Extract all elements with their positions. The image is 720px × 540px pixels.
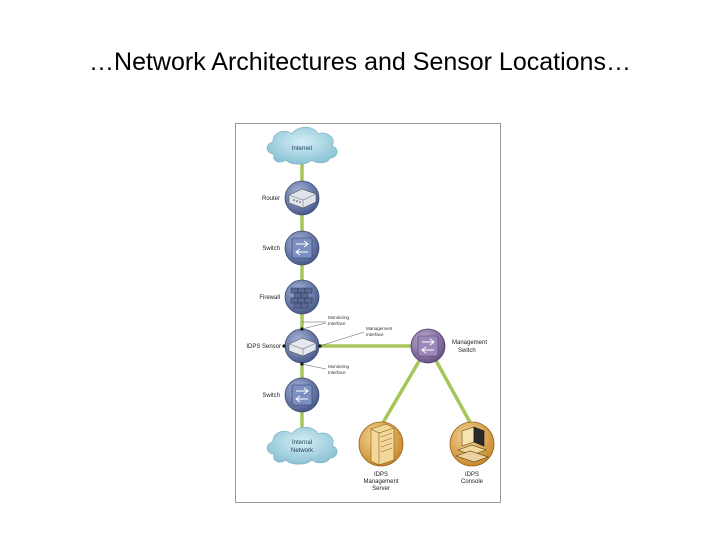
monitoring-interface-top-label: Monitoring Interface	[328, 315, 350, 326]
management-switch-node: Management Switch	[410, 328, 487, 364]
interface-annotations	[300, 321, 365, 370]
idps-sensor-node: IDPS Sensor	[246, 328, 322, 364]
internal-network-label-line1: Internal	[292, 440, 312, 446]
internet-label: Internet	[292, 146, 313, 152]
firewall-label: Firewall	[259, 295, 280, 301]
svg-text:Interface: Interface	[328, 370, 346, 375]
management-interface-label: Management Interface	[366, 326, 393, 337]
monitoring-interface-bottom-label: Monitoring Interface	[328, 364, 350, 375]
internal-network-cloud: Internal Network	[266, 426, 338, 465]
switch-bottom-icon	[291, 384, 313, 406]
svg-text:Interface: Interface	[328, 321, 346, 326]
internet-cloud: Internet	[266, 126, 338, 165]
switch-top-label: Switch	[262, 246, 280, 252]
router-icon	[288, 188, 317, 209]
router-node: Router	[262, 180, 320, 216]
server-icon	[370, 423, 395, 466]
firewall-icon	[290, 287, 313, 309]
idps-console-node: IDPS Console	[449, 421, 495, 485]
svg-text:Monitoring: Monitoring	[328, 315, 350, 320]
idps-management-server-node: IDPS Management Server	[358, 421, 404, 492]
router-label: Router	[262, 196, 280, 202]
management-switch-label-line2: Switch	[458, 348, 476, 354]
switch-top-node: Switch	[262, 230, 320, 266]
diagram-canvas: Internet Router Switch Firewall	[246, 126, 495, 492]
management-switch-icon	[417, 335, 439, 357]
server-label-line3: Server	[372, 486, 390, 492]
firewall-node: Firewall	[259, 279, 320, 315]
network-links	[300, 154, 474, 436]
console-label-line2: Console	[461, 479, 484, 485]
switch-top-icon	[291, 237, 313, 259]
slide-title: …Network Architectures and Sensor Locati…	[89, 48, 631, 76]
network-diagram: Internet Router Switch Firewall	[235, 123, 501, 503]
management-switch-label-line1: Management	[452, 340, 487, 346]
server-label-line1: IDPS	[374, 472, 388, 478]
svg-text:Monitoring: Monitoring	[328, 364, 350, 369]
idps-sensor-icon	[288, 337, 317, 357]
console-label-line1: IDPS	[465, 472, 479, 478]
server-label-line2: Management	[363, 479, 398, 485]
computer-icon	[455, 426, 489, 463]
svg-text:Interface: Interface	[366, 332, 384, 337]
switch-bottom-label: Switch	[262, 393, 280, 399]
idps-sensor-label: IDPS Sensor	[246, 344, 281, 350]
svg-text:Management: Management	[366, 326, 393, 331]
switch-bottom-node: Switch	[262, 377, 320, 413]
internal-network-label-line2: Network	[291, 448, 314, 454]
